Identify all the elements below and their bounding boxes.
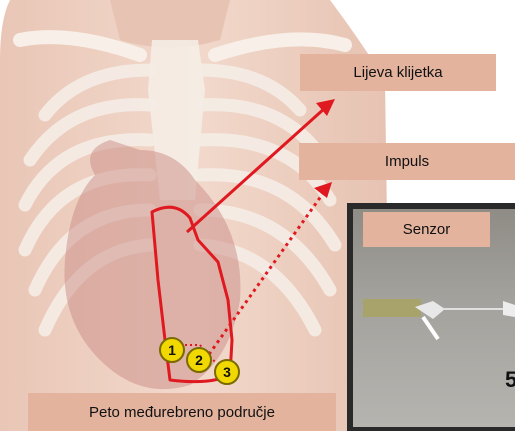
photo-digit: 5 [505, 367, 515, 393]
marker-2: 2 [186, 347, 212, 373]
label-intercostal: Peto međurebreno područje [28, 393, 336, 431]
marker-1: 1 [159, 337, 185, 363]
label-impulse: Impuls [299, 143, 515, 180]
label-left-ventricle: Lijeva klijetka [300, 54, 496, 91]
marker-3: 3 [214, 359, 240, 385]
label-sensor: Senzor [363, 212, 490, 247]
